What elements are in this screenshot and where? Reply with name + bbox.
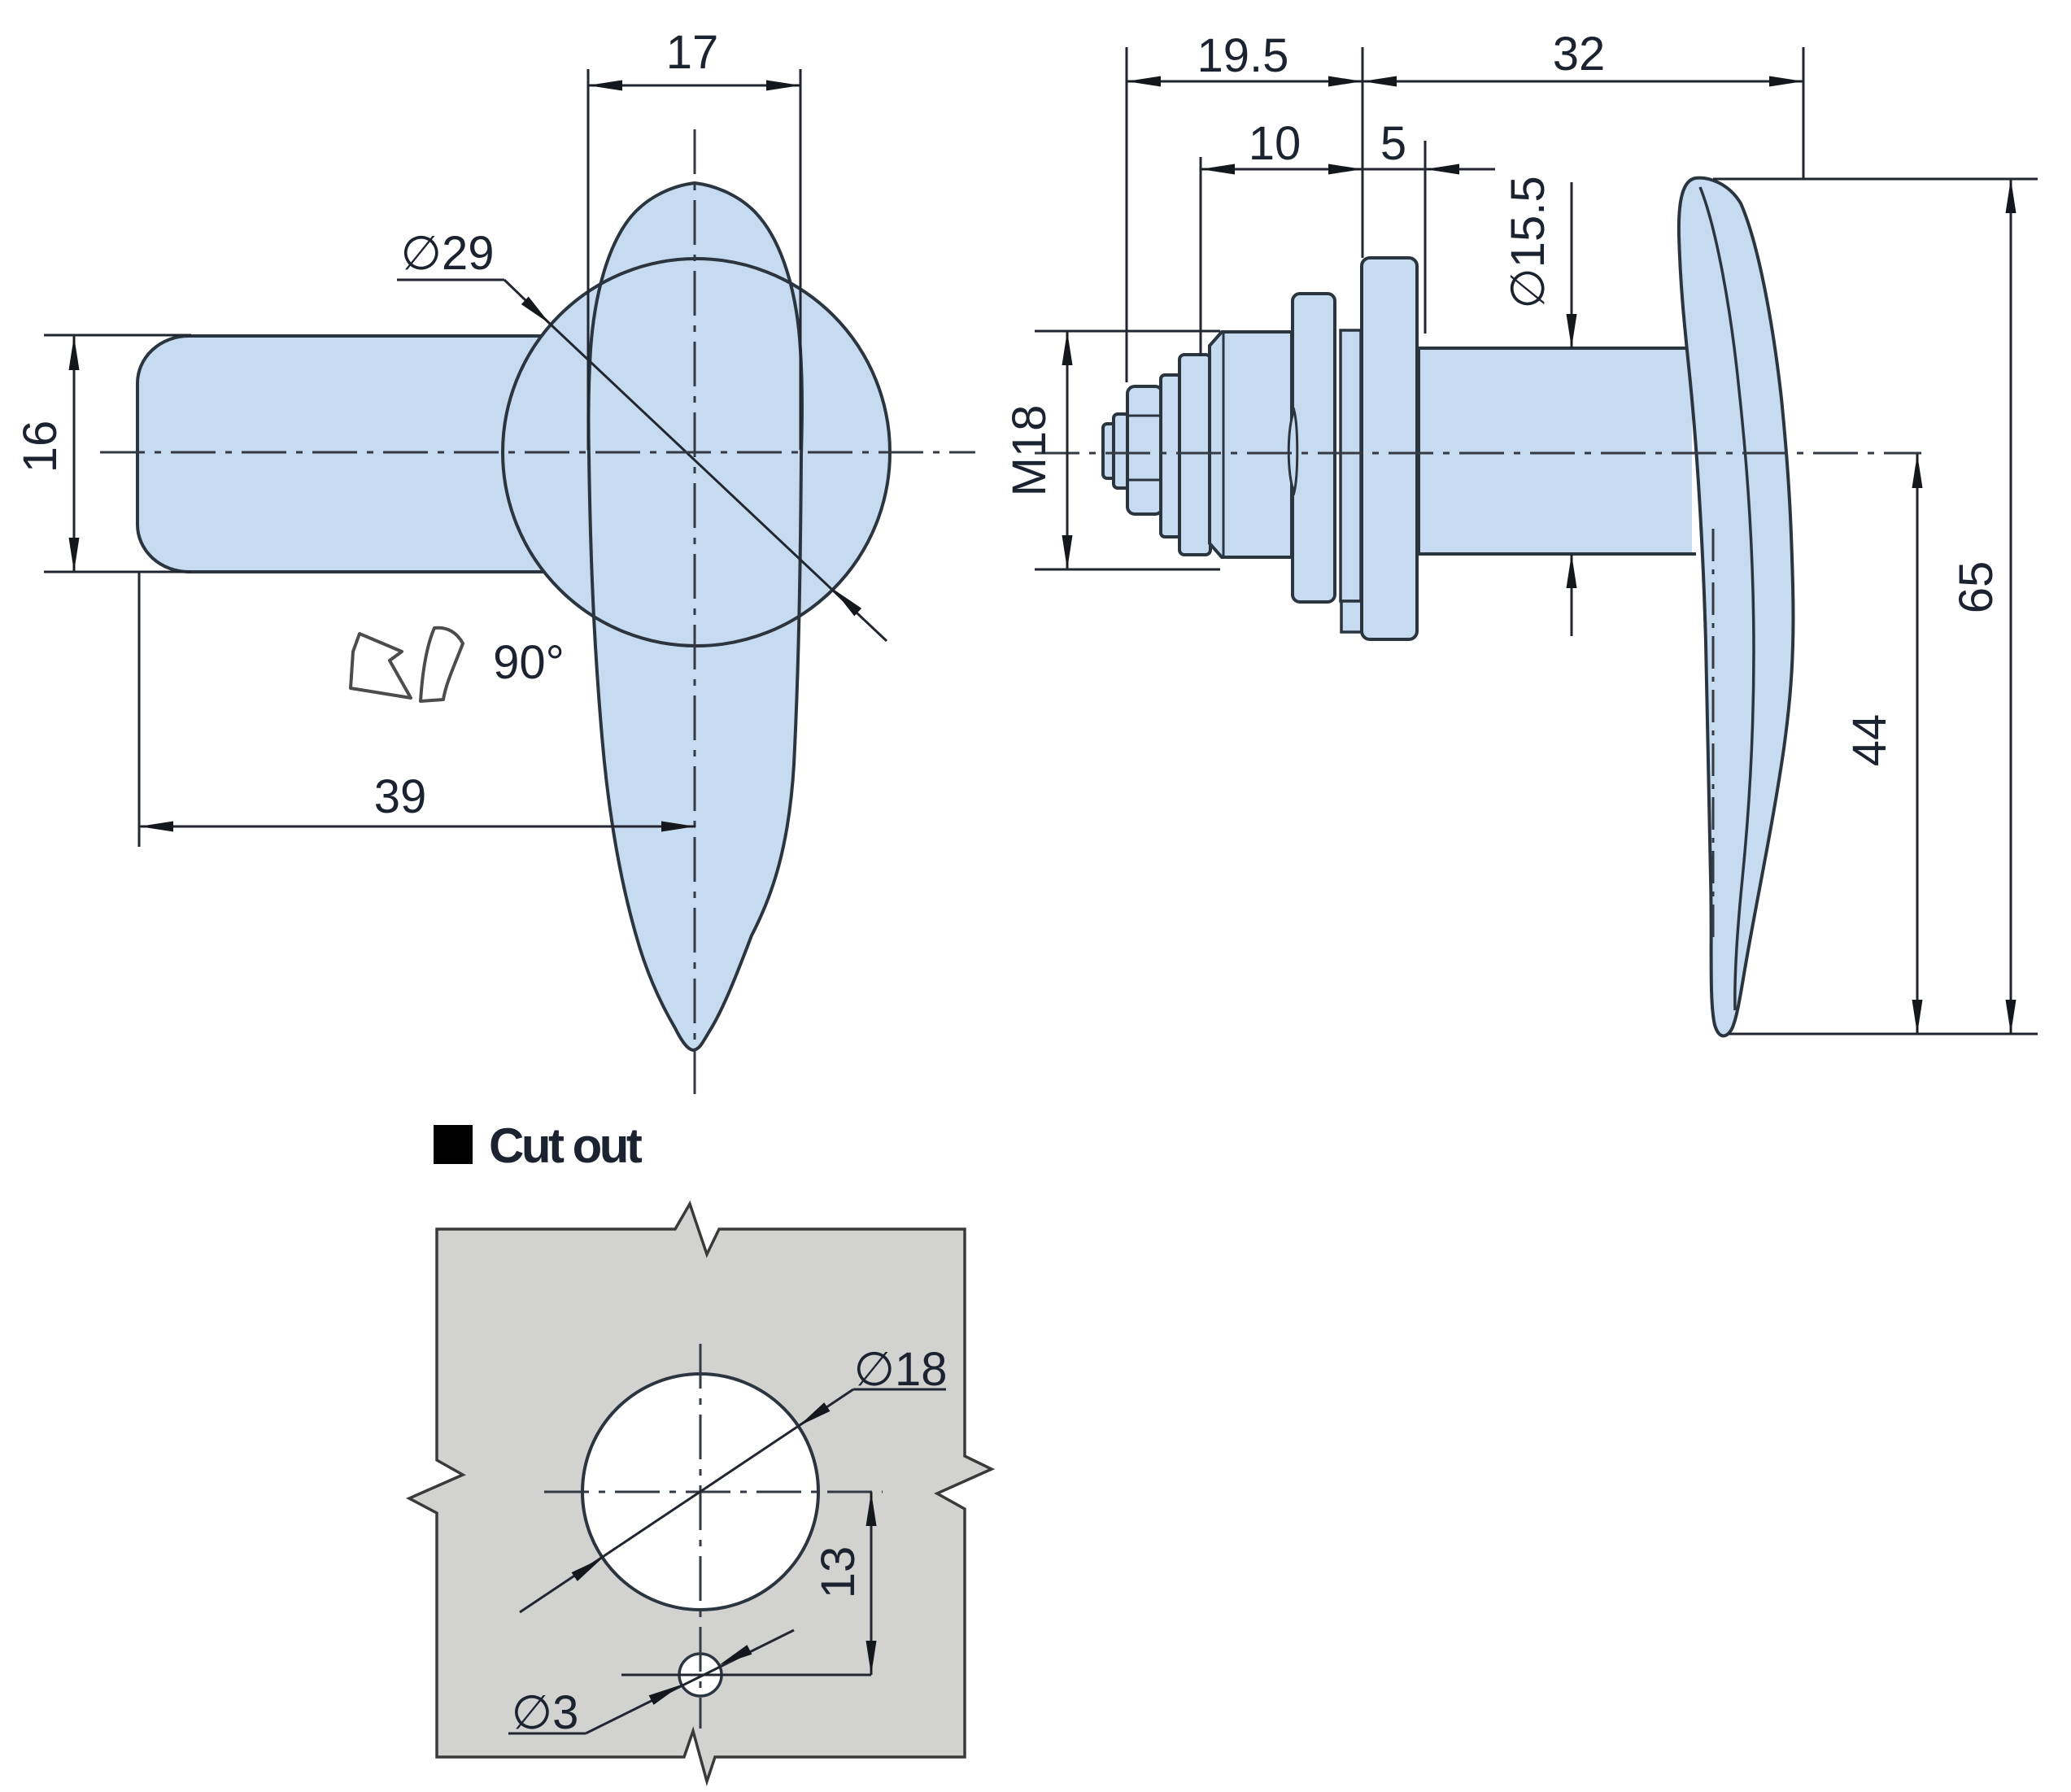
svg-text:M18: M18 xyxy=(1003,405,1056,497)
svg-text:∅3: ∅3 xyxy=(512,1686,579,1739)
svg-text:39: 39 xyxy=(374,770,427,823)
svg-text:16: 16 xyxy=(14,421,67,473)
svg-text:65: 65 xyxy=(1950,561,2003,614)
svg-text:19.5: 19.5 xyxy=(1197,29,1289,82)
svg-text:∅18: ∅18 xyxy=(853,1343,947,1396)
svg-text:90°: 90° xyxy=(493,636,565,689)
svg-text:44: 44 xyxy=(1843,714,1896,767)
svg-text:32: 32 xyxy=(1553,28,1606,81)
svg-text:13: 13 xyxy=(812,1546,865,1599)
svg-text:17: 17 xyxy=(666,26,719,79)
svg-text:5: 5 xyxy=(1380,117,1406,170)
svg-text:Cut out: Cut out xyxy=(489,1118,643,1173)
svg-text:∅29: ∅29 xyxy=(400,227,494,280)
svg-text:10: 10 xyxy=(1249,117,1301,170)
svg-text:∅15.5: ∅15.5 xyxy=(1502,176,1554,308)
